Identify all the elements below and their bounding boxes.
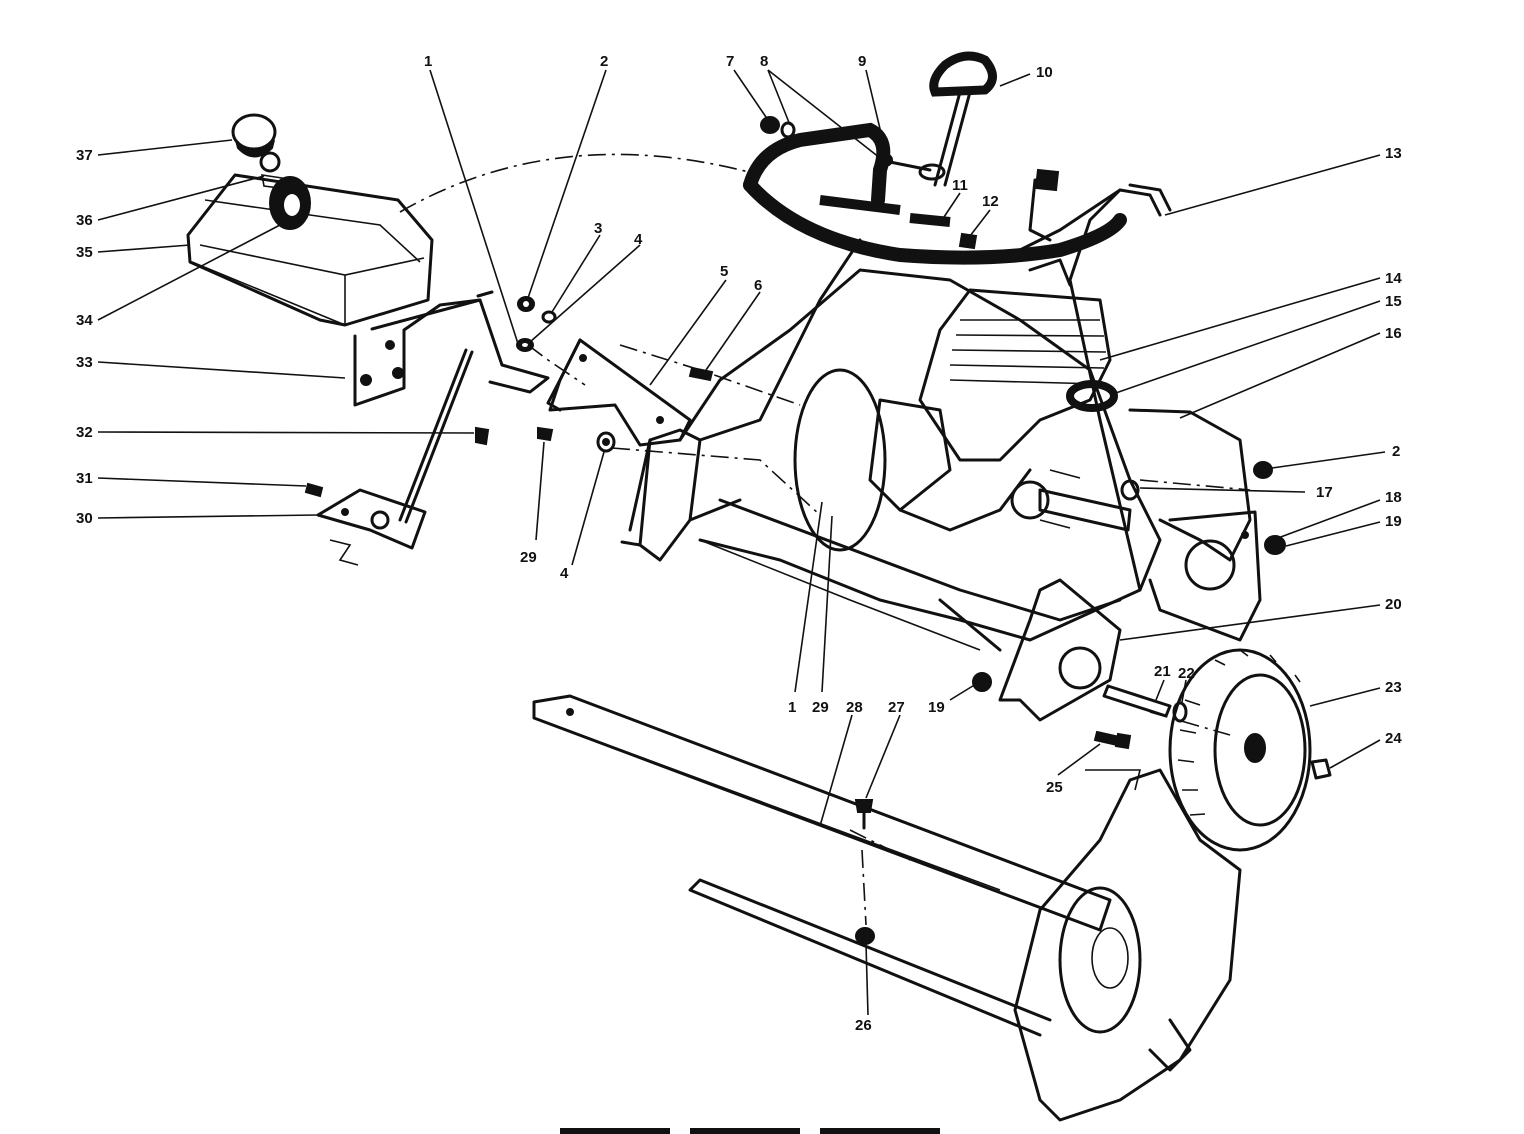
handle-frame bbox=[1018, 183, 1172, 592]
callout-5: 5 bbox=[720, 263, 728, 280]
bolt-6 bbox=[688, 366, 714, 382]
callout-35: 35 bbox=[76, 244, 93, 261]
engine bbox=[868, 258, 1112, 532]
callout-21: 21 bbox=[1154, 663, 1171, 680]
callout-4-left: 4 bbox=[560, 565, 569, 582]
engine-shaft bbox=[1010, 469, 1132, 532]
washer-8 bbox=[780, 121, 796, 139]
callout-34: 34 bbox=[76, 312, 93, 329]
callout-10: 10 bbox=[1036, 64, 1053, 81]
right-side-plate bbox=[998, 408, 1262, 722]
wheel bbox=[1168, 648, 1312, 852]
callout-30: 30 bbox=[76, 510, 93, 527]
callout-2-right: 2 bbox=[1392, 443, 1400, 460]
scraper-blade bbox=[532, 694, 1112, 932]
callout-29-left: 29 bbox=[520, 549, 537, 566]
bolt-27 bbox=[854, 799, 874, 830]
leader-lines bbox=[97, 69, 1386, 1016]
nut-7 bbox=[760, 116, 780, 134]
callout-2-top: 2 bbox=[600, 53, 608, 70]
callout-31: 31 bbox=[76, 470, 93, 487]
fuel-tank bbox=[186, 173, 434, 327]
bolt-25 bbox=[1093, 730, 1132, 750]
t-handle bbox=[929, 51, 997, 187]
callout-15: 15 bbox=[1385, 293, 1402, 310]
callout-26: 26 bbox=[855, 1017, 872, 1034]
callout-11: 11 bbox=[952, 177, 968, 194]
callout-labels: 37 36 35 34 33 32 31 30 1 2 3 4 5 6 7 8 … bbox=[76, 53, 1402, 1034]
tank-bracket bbox=[353, 290, 550, 407]
screw-29 bbox=[537, 426, 554, 442]
wire-loop-15 bbox=[1066, 380, 1118, 412]
callout-22: 22 bbox=[1178, 665, 1195, 682]
callout-20: 20 bbox=[1385, 596, 1402, 613]
callout-19-bottom: 19 bbox=[928, 699, 945, 716]
stud-12 bbox=[958, 232, 978, 250]
callout-28: 28 bbox=[846, 699, 863, 716]
callout-37: 37 bbox=[76, 147, 93, 164]
centerlines bbox=[399, 153, 1251, 926]
callout-7: 7 bbox=[726, 53, 734, 70]
callout-18: 18 bbox=[1385, 489, 1402, 506]
callout-9: 9 bbox=[858, 53, 866, 70]
nut-9 bbox=[877, 153, 893, 167]
nut-2-right bbox=[1253, 461, 1273, 479]
nut-2 bbox=[517, 296, 535, 312]
auger-impeller bbox=[688, 768, 1242, 1122]
upper-handle-loop bbox=[743, 122, 1127, 265]
spark-plug-wire bbox=[1028, 168, 1060, 242]
nut-26 bbox=[855, 927, 875, 945]
callout-6: 6 bbox=[754, 277, 762, 294]
nut-18-19 bbox=[1264, 535, 1286, 555]
fuel-cap bbox=[231, 113, 277, 158]
spacer-4 bbox=[596, 431, 616, 453]
callout-25: 25 bbox=[1046, 779, 1063, 796]
screw-31 bbox=[304, 482, 324, 498]
callout-13: 13 bbox=[1385, 145, 1402, 162]
callout-14: 14 bbox=[1385, 270, 1402, 287]
callout-3: 3 bbox=[594, 220, 602, 237]
screw-32 bbox=[475, 426, 490, 446]
callout-29-bottom: 29 bbox=[812, 699, 829, 716]
callout-27: 27 bbox=[888, 699, 905, 716]
washer-4 bbox=[516, 338, 534, 352]
callout-17: 17 bbox=[1316, 484, 1333, 501]
nut-19-lower bbox=[972, 672, 992, 692]
callout-23: 23 bbox=[1385, 679, 1402, 696]
side-plate bbox=[546, 338, 692, 447]
caption-fragment bbox=[820, 1128, 940, 1134]
filler-neck-gasket bbox=[269, 176, 311, 230]
callout-33: 33 bbox=[76, 354, 93, 371]
callout-1-top: 1 bbox=[424, 53, 432, 70]
washer-17 bbox=[1120, 479, 1140, 501]
washer-3 bbox=[541, 310, 557, 324]
hub-cap bbox=[1310, 758, 1332, 780]
left-frame bbox=[620, 238, 862, 562]
caption-fragment bbox=[560, 1128, 670, 1134]
callout-1-bottom: 1 bbox=[788, 699, 796, 716]
callout-4-top: 4 bbox=[634, 231, 643, 248]
callout-12: 12 bbox=[982, 193, 999, 210]
callout-36: 36 bbox=[76, 212, 93, 229]
control-rod bbox=[316, 348, 474, 566]
callout-24: 24 bbox=[1385, 730, 1402, 747]
caption-fragment bbox=[690, 1128, 800, 1134]
callout-19-right: 19 bbox=[1385, 513, 1402, 530]
callout-16: 16 bbox=[1385, 325, 1402, 342]
callout-8: 8 bbox=[760, 53, 768, 70]
callout-32: 32 bbox=[76, 424, 93, 441]
